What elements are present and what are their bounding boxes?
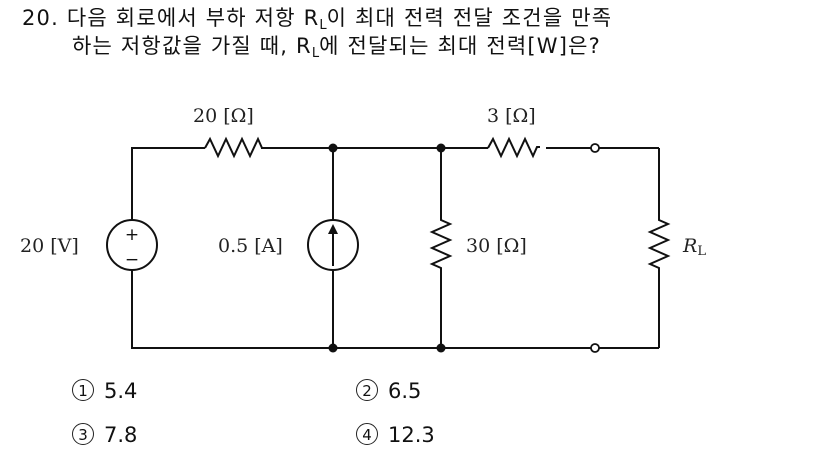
choice-value: 12.3 [388, 423, 435, 447]
plus-sign: + [125, 225, 139, 245]
voltage-source-label: 20 [V] [20, 235, 79, 257]
arrow-head-icon [328, 224, 338, 234]
junction-node [328, 143, 338, 153]
junction-node [436, 143, 446, 153]
choice-number-badge: 3 [72, 423, 94, 445]
question-line-1: 20. 다음 회로에서 부하 저항 RL이 최대 전력 전달 조건을 만족 [22, 6, 612, 34]
terminal-b [590, 343, 600, 353]
choice-number-badge: 1 [72, 379, 94, 401]
resistor-30-label: 30 [Ω] [466, 235, 527, 257]
terminal-a [590, 143, 600, 153]
choice-value: 5.4 [104, 379, 138, 403]
voltage-source-icon [106, 219, 158, 271]
resistor-3-ohm [487, 136, 540, 159]
resistor-20-label: 20 [Ω] [193, 105, 254, 127]
minus-sign: − [125, 250, 139, 270]
question-text: 하는 저항값을 가질 때, R [72, 34, 312, 58]
question-text: 다음 회로에서 부하 저항 R [66, 6, 320, 30]
wire-bottom [131, 270, 595, 349]
load-label: RL [682, 235, 706, 259]
wire [131, 147, 205, 220]
load-resistor [647, 148, 671, 348]
current-source-icon [307, 219, 359, 271]
resistor-3-label: 3 [Ω] [487, 105, 536, 127]
wire [599, 147, 659, 349]
resistor-20-ohm [204, 136, 263, 159]
current-source-label: 0.5 [A] [218, 235, 283, 257]
question-number: 20. [22, 6, 59, 30]
subscript: L [319, 18, 327, 33]
junction-node [436, 343, 446, 353]
resistor-30-ohm [429, 148, 453, 348]
choice-number-badge: 2 [356, 379, 378, 401]
choice-number-badge: 4 [356, 423, 378, 445]
question-text: 에 전달되는 최대 전력[W]은? [319, 34, 602, 58]
choice-value: 6.5 [388, 379, 422, 403]
junction-node [328, 343, 338, 353]
subscript: L [311, 46, 320, 61]
choice-value: 7.8 [104, 423, 138, 447]
question-line-2: 하는 저항값을 가질 때, RL에 전달되는 최대 전력[W]은? [72, 34, 601, 62]
question-text: 이 최대 전력 전달 조건을 만족 [326, 6, 613, 30]
